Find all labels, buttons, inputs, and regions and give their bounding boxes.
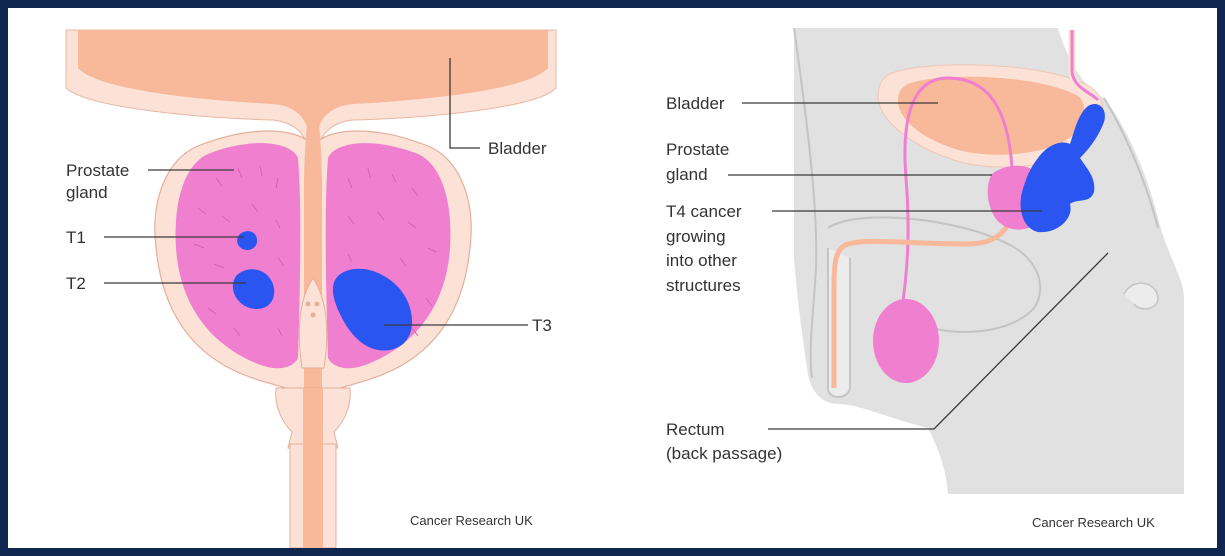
label-bladder-left: Bladder [488,139,547,158]
label-rectum-line2: (back passage) [666,444,782,463]
tumour-t1 [237,231,257,250]
label-t4-line3: into other [666,251,737,270]
testicle [873,299,939,383]
label-bladder-right: Bladder [666,94,725,113]
label-prostate-line1-right: Prostate [666,140,729,159]
label-prostate-line2-right: gland [666,165,708,184]
label-rectum-line1: Rectum [666,420,725,439]
label-t2: T2 [66,274,86,293]
credit-right: Cancer Research UK [1032,515,1155,530]
label-t1: T1 [66,228,86,247]
diagram-frame: Bladder Prostate gland T1 T2 T3 Cancer R… [8,8,1217,548]
label-prostate-line2-left: gland [66,183,108,202]
label-t4-line1: T4 cancer [666,202,742,221]
urethra-lower [303,388,323,548]
left-panel: Bladder Prostate gland T1 T2 T3 Cancer R… [66,30,556,548]
label-prostate-line1-left: Prostate [66,161,129,180]
label-t4-line4: structures [666,276,741,295]
right-panel: Bladder Prostate gland T4 cancer growing… [666,28,1184,530]
credit-left: Cancer Research UK [410,513,533,528]
prostate-cancer-staging-diagram: Bladder Prostate gland T1 T2 T3 Cancer R… [8,8,1217,548]
penis [828,248,850,397]
label-t4-line2: growing [666,227,726,246]
label-t3: T3 [532,316,552,335]
